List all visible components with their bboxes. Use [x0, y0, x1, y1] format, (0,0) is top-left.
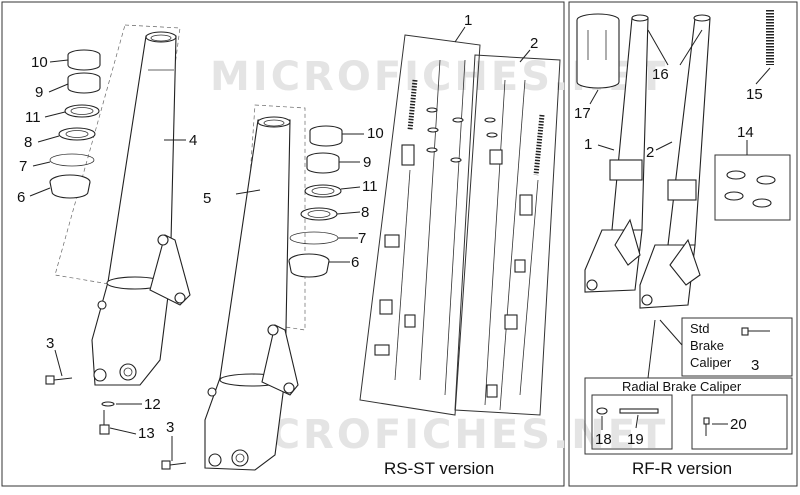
callout-right-18: 18: [595, 431, 612, 448]
callout-mid-8: 8: [361, 204, 369, 221]
rf-fork-2: [639, 14, 711, 309]
callout-mid-2: 2: [530, 35, 538, 52]
callout-left-4: 4: [189, 132, 197, 149]
callout-mid-7: 7: [358, 230, 366, 247]
callout-right-14: 14: [737, 124, 754, 141]
callout-left-11: 11: [25, 109, 41, 126]
callout-labels: 10 9 11 8 7 6 4 5 3 12 13 3 10 9 11 8 7 …: [17, 12, 763, 448]
callout-left-5: 5: [203, 190, 211, 207]
cartridge-17: [576, 13, 620, 89]
callout-left-10: 10: [31, 54, 48, 71]
radial-brake-caliper-title: Radial Brake Caliper: [622, 379, 742, 394]
std-brake-caliper-box: [681, 317, 793, 377]
fork-leg-5: [161, 104, 306, 471]
callout-right-3: 3: [751, 357, 759, 374]
leader-lines: [29, 26, 771, 461]
std-brake-caliper-line3: Caliper: [690, 355, 732, 370]
callout-left-12: 12: [144, 396, 161, 413]
fork-leg-4: [54, 24, 191, 386]
watermark-bottom: MICROFICHES.NET: [210, 412, 668, 458]
callout-right-16: 16: [652, 66, 669, 83]
left-seal-stack: [49, 49, 101, 199]
callout-mid-10: 10: [367, 125, 384, 142]
callout-right-19: 19: [627, 431, 644, 448]
std-brake-caliper-line2: Brake: [690, 338, 724, 353]
callout-mid-6: 6: [351, 254, 359, 271]
callout-left-3b: 3: [166, 419, 174, 436]
callout-mid-1: 1: [464, 12, 472, 29]
callout-left-7: 7: [19, 158, 27, 175]
callout-mid-9: 9: [363, 154, 371, 171]
seal-kit-14: [714, 154, 791, 221]
center-seal-stack: [288, 125, 343, 278]
callout-mid-11: 11: [362, 178, 378, 195]
rf-fork-1: [584, 14, 649, 293]
callout-left-3a: 3: [46, 335, 54, 352]
callout-right-1: 1: [584, 136, 592, 153]
rs-st-panel-frame: [1, 1, 565, 487]
left-bolts: [45, 375, 115, 435]
callout-left-8: 8: [24, 134, 32, 151]
callout-right-2: 2: [646, 144, 654, 161]
callout-right-17: 17: [574, 105, 591, 122]
callout-left-6: 6: [17, 189, 25, 206]
radial-brake-caliper-box: [584, 377, 793, 455]
rs-st-version-label: RS-ST version: [384, 459, 494, 478]
rf-r-panel-frame: [568, 1, 798, 487]
callout-right-20: 20: [730, 416, 747, 433]
rf-r-version-label: RF-R version: [632, 459, 732, 478]
std-brake-caliper-line1: Std: [690, 321, 710, 336]
internals-panel-2: [454, 54, 561, 416]
callout-left-13: 13: [138, 425, 155, 442]
callout-right-15: 15: [746, 86, 763, 103]
callout-left-9: 9: [35, 84, 43, 101]
